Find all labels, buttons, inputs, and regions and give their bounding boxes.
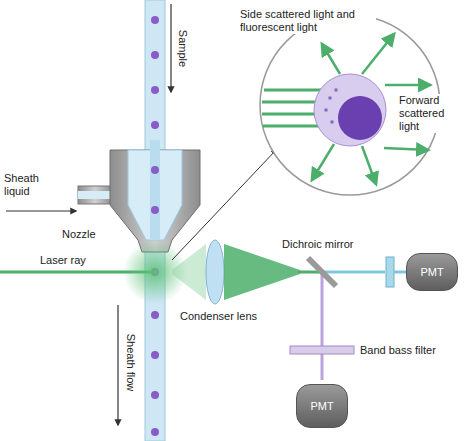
collected-light xyxy=(172,244,206,300)
sheath-inlet xyxy=(78,186,112,204)
condenser-lens xyxy=(206,240,224,304)
part-label: Nozzle xyxy=(62,228,96,241)
transmitted-beam xyxy=(322,271,385,274)
part-label: Sample xyxy=(176,29,189,66)
node-text: PMT xyxy=(420,266,443,279)
reflected-beam xyxy=(321,272,324,346)
photomultiplier-tube: PMT xyxy=(296,384,348,428)
part-label: Sheath liquid xyxy=(4,172,66,198)
part-label: Laser ray xyxy=(40,254,86,267)
sample-arrow xyxy=(170,4,171,92)
part-label: Condenser lens xyxy=(180,310,257,323)
sheath-liquid-arrow xyxy=(6,210,76,211)
part-label: Sheath flow xyxy=(124,333,137,390)
sheath-flow-arrow xyxy=(117,305,118,425)
band-pass-filter xyxy=(290,346,354,354)
part-label: Band bass filter xyxy=(360,344,436,357)
cell-nucleus xyxy=(338,96,382,140)
filter xyxy=(386,257,394,287)
part-label: Forward scattered light xyxy=(397,94,459,133)
filtered-beam xyxy=(321,354,324,380)
part-label: Dichroic mirror xyxy=(282,238,354,251)
cell xyxy=(314,74,386,146)
incident-rays xyxy=(262,90,322,126)
sample-core xyxy=(150,140,160,240)
dichroic-mirror xyxy=(308,258,336,286)
photomultiplier-tube: PMT xyxy=(406,253,458,291)
filtered-beam xyxy=(394,271,406,274)
focused-beam xyxy=(224,244,300,300)
cells xyxy=(151,16,159,436)
magnify-leader xyxy=(172,150,276,260)
node-text: PMT xyxy=(310,400,333,413)
granules xyxy=(324,88,338,124)
sheath-inlet-channel xyxy=(78,191,112,199)
part-label: Side scattered light and fluorescent lig… xyxy=(238,8,376,34)
